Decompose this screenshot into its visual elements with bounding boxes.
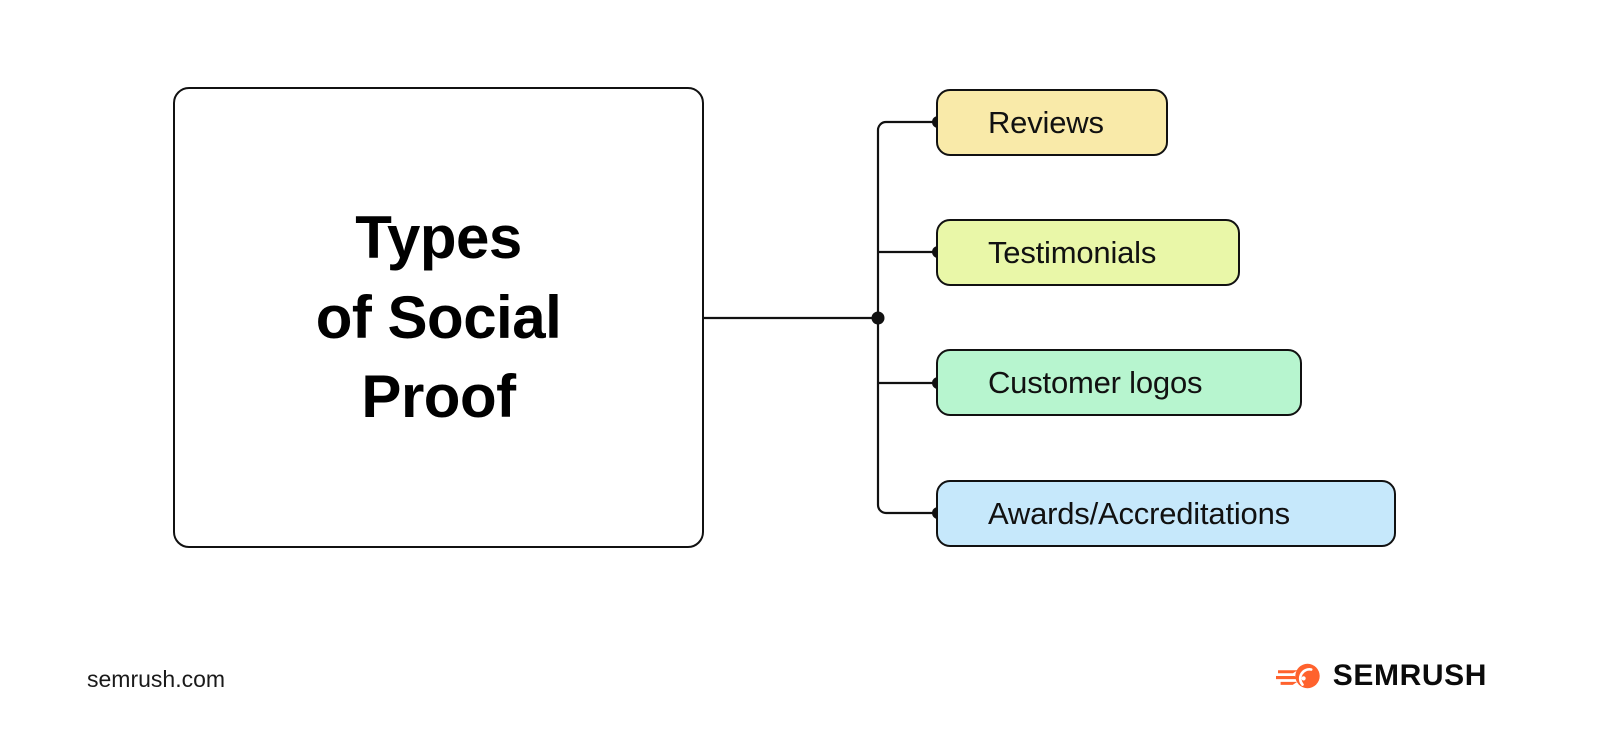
semrush-wordmark: SEMRUSH (1332, 659, 1487, 692)
semrush-logo: SEMRUSH (1275, 659, 1487, 692)
root-node-types-of-social-proof: Types of Social Proof (173, 87, 704, 548)
root-node-title: Types of Social Proof (315, 203, 562, 431)
branch-node-testimonials: Testimonials (936, 219, 1240, 286)
spine-line (876, 120, 936, 515)
semrush-comet-icon (1275, 663, 1320, 689)
branch-node-awards-accreditations: Awards/Accreditations (936, 480, 1396, 547)
branch-label-reviews: Reviews (988, 105, 1104, 140)
branch-label-awards-accreditations: Awards/Accreditations (988, 496, 1290, 531)
branch-label-customer-logos: Customer logos (988, 365, 1203, 400)
branch-node-customer-logos: Customer logos (936, 349, 1302, 416)
branch-label-testimonials: Testimonials (988, 235, 1157, 270)
source-url-label: semrush.com (87, 666, 226, 692)
junction-dot-center (871, 311, 885, 325)
branch-node-reviews: Reviews (936, 89, 1168, 156)
